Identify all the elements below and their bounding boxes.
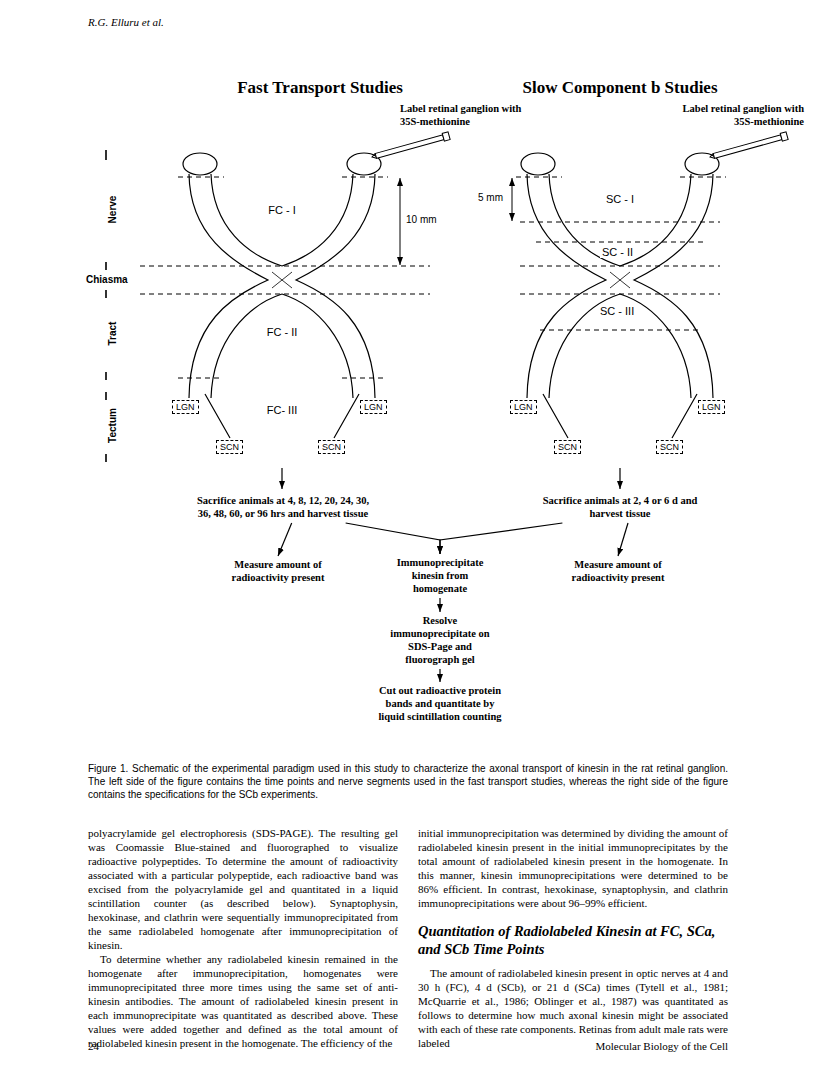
text-column: polyacrylamide gel electrophoresis (SDS-…	[88, 826, 398, 1050]
flow-connector	[439, 669, 440, 682]
target-box: SCN	[318, 440, 345, 454]
flow-connector	[440, 523, 562, 554]
optic-pathway	[183, 153, 381, 438]
node-text: Sacrifice animals at 4, 8, 12, 20, 24, 3…	[196, 494, 370, 520]
target-box: LGN	[172, 400, 199, 414]
body-paragraph: To determine whether any radiolabeled ki…	[88, 952, 398, 1050]
node-text: Immunoprecipitate kinesin from homogenat…	[384, 556, 496, 595]
node-text: SCN	[322, 442, 341, 452]
node-text: SCN	[558, 442, 577, 452]
optic-pathway	[521, 153, 719, 438]
segment-label: SC - II	[600, 246, 635, 258]
target-box: LGN	[510, 400, 537, 414]
text-column: initial immunoprecipitation was determin…	[418, 826, 728, 1050]
segment-label: SC - III	[598, 305, 636, 317]
target-box: SCN	[554, 440, 581, 454]
node-text: Measure amount of radioactivity present	[562, 558, 674, 584]
node-text: LGN	[176, 402, 195, 412]
region-label: Nerve	[107, 180, 118, 240]
segment-boundaries	[140, 177, 726, 378]
node-text: LGN	[364, 402, 383, 412]
process-step: Measure amount of radioactivity present	[222, 558, 334, 584]
target-box: LGN	[360, 400, 387, 414]
figure-caption: Figure 1. Schematic of the experimental …	[88, 762, 728, 801]
node-text: Cut out radioactive protein bands and qu…	[378, 684, 502, 723]
node-text: Resolve immunoprecipitate on SDS-Page an…	[384, 614, 496, 666]
page-number: 24	[88, 1040, 99, 1052]
segment-label: FC - II	[252, 326, 312, 338]
process-step: Immunoprecipitate kinesin from homogenat…	[384, 556, 496, 595]
section-title: Fast Transport Studies	[200, 78, 440, 98]
dimension-label: 10 mm	[406, 214, 437, 225]
dimension-arrows	[400, 178, 512, 265]
pipette	[709, 132, 788, 161]
target-box: SCN	[216, 440, 243, 454]
node-text: SCN	[220, 442, 239, 452]
process-step: Sacrifice animals at 2, 4 or 6 d and har…	[540, 494, 700, 520]
region-label: Tectum	[107, 396, 118, 456]
labeling-note: Label retinal ganglion with 35S-methioni…	[682, 102, 804, 128]
journal-footer: Molecular Biology of the Cell	[480, 1040, 728, 1052]
node-text: SCN	[660, 442, 679, 452]
process-step: Resolve immunoprecipitate on SDS-Page an…	[384, 614, 496, 666]
segment-label: SC - I	[595, 193, 645, 205]
running-header: R.G. Elluru et al.	[88, 16, 164, 28]
body-paragraph: The amount of radiolabeled kinesin prese…	[418, 966, 728, 1050]
section-title: Slow Component b Studies	[500, 78, 740, 98]
body-paragraph: polyacrylamide gel electrophoresis (SDS-…	[88, 826, 398, 952]
target-box: LGN	[698, 400, 725, 414]
flow-connector	[346, 523, 440, 554]
section-heading: Quantitation of Radiolabeled Kinesin at …	[418, 922, 728, 958]
flow-connector	[278, 523, 292, 556]
segment-label: FC- III	[252, 404, 312, 416]
segment-label: FC - I	[252, 204, 312, 216]
region-label: Tract	[107, 304, 118, 364]
node-text: LGN	[702, 402, 721, 412]
node-text: Measure amount of radioactivity present	[222, 558, 334, 584]
body-paragraph: initial immunoprecipitation was determin…	[418, 826, 728, 910]
process-step: Sacrifice animals at 4, 8, 12, 20, 24, 3…	[196, 494, 370, 520]
node-text: Sacrifice animals at 2, 4 or 6 d and har…	[540, 494, 700, 520]
node-text: LGN	[514, 402, 533, 412]
target-box: SCN	[656, 440, 683, 454]
region-label: Chiasma	[86, 274, 128, 285]
dimension-label: 5 mm	[478, 192, 503, 203]
process-step: Measure amount of radioactivity present	[562, 558, 674, 584]
flow-connector	[439, 598, 440, 612]
flow-connector	[618, 523, 628, 556]
labeling-note: Label retinal ganglion with 35S-methioni…	[400, 102, 522, 128]
pipette	[371, 132, 450, 161]
flow-arrows	[282, 468, 620, 489]
process-step: Cut out radioactive protein bands and qu…	[378, 684, 502, 723]
